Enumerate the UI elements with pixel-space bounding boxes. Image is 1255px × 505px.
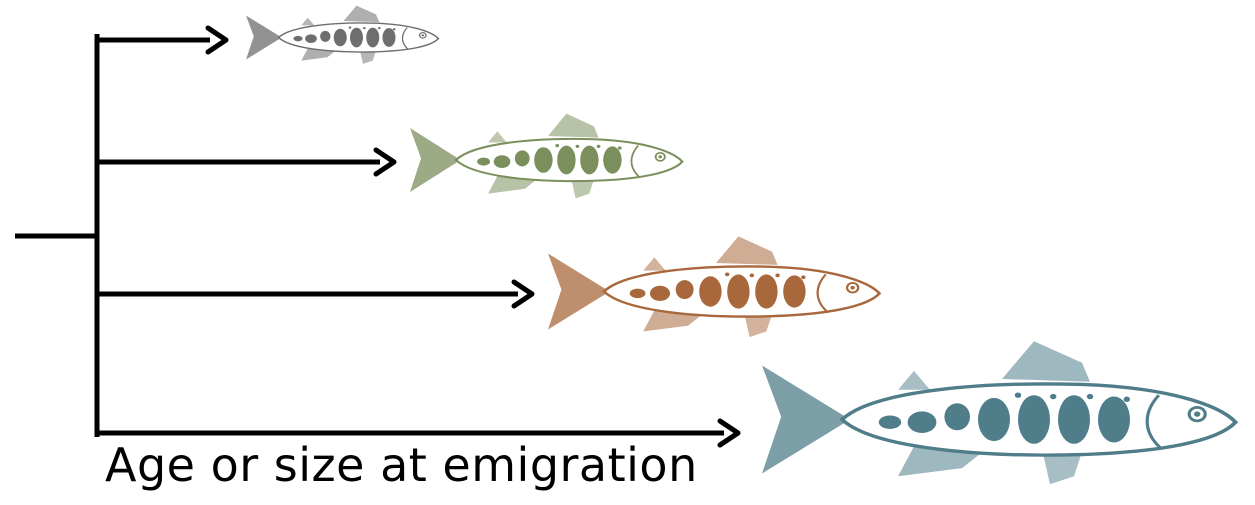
branch-arrow-2 — [97, 150, 394, 174]
fish-icon — [410, 114, 682, 199]
fish-icon — [246, 6, 438, 64]
fish-icon — [548, 236, 880, 337]
branch-arrow-1 — [97, 28, 226, 52]
axis-label: Age or size at emigration — [105, 438, 698, 492]
fish-icon — [762, 341, 1236, 484]
branch-arrow-3 — [97, 282, 532, 306]
